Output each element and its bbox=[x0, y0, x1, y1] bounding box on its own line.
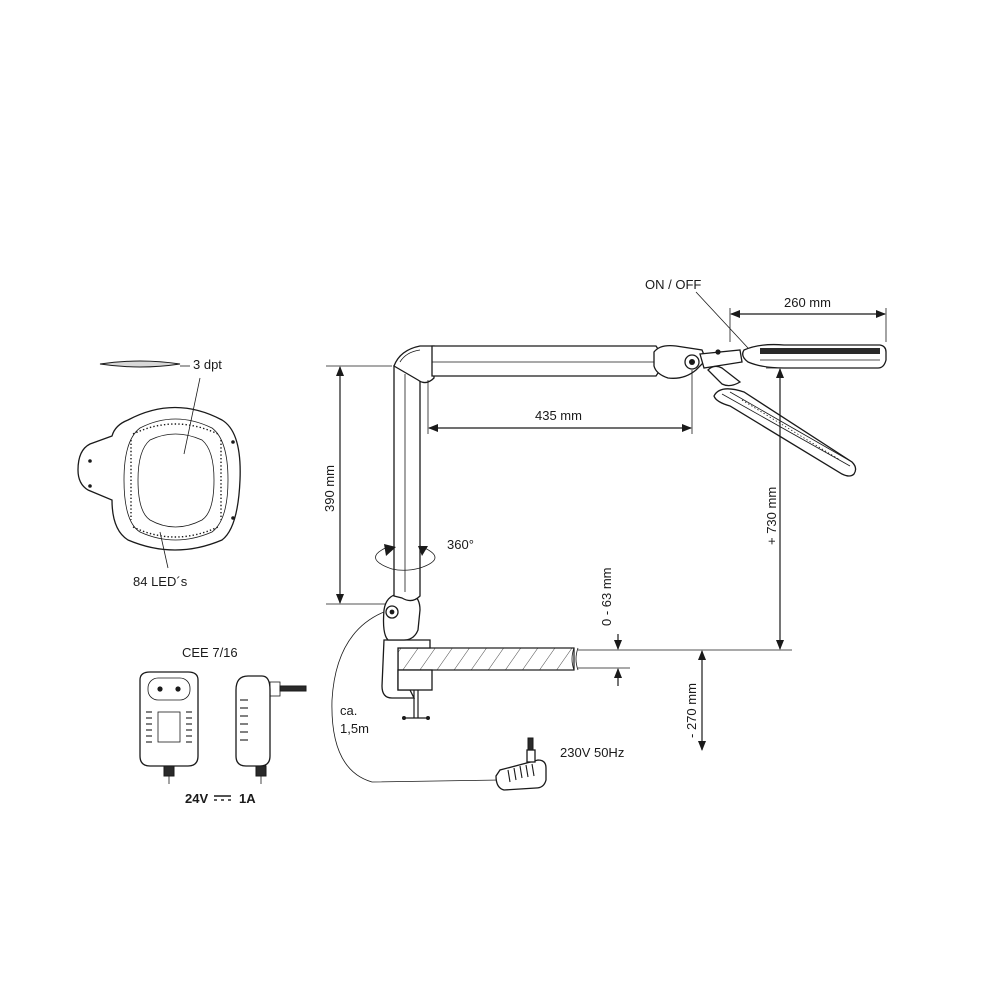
wall-plug-adapter bbox=[495, 737, 547, 791]
adapter-side-view bbox=[235, 675, 307, 784]
horizontal-arm bbox=[431, 345, 661, 377]
magnifier-head-horizontal bbox=[742, 343, 887, 369]
output-current-label: 1A bbox=[239, 791, 256, 806]
adapter-front-view bbox=[139, 671, 199, 784]
cable-length-label: 1,5m bbox=[340, 721, 369, 736]
dimension-435mm bbox=[427, 370, 693, 434]
table-top bbox=[397, 647, 579, 671]
vertical-arm bbox=[393, 365, 421, 602]
base-joint bbox=[382, 593, 421, 641]
height-arm-label: 390 mm bbox=[322, 465, 337, 512]
rotation-indicator bbox=[375, 544, 436, 571]
led-count-label: 84 LED´s bbox=[133, 574, 188, 589]
dimension-390mm bbox=[326, 365, 392, 605]
clamp-range-label: 0 - 63 mm bbox=[599, 567, 614, 626]
output-voltage-label: 24V bbox=[185, 791, 208, 806]
on-off-label: ON / OFF bbox=[645, 277, 701, 292]
dimension-plus-730mm bbox=[766, 367, 786, 650]
led-pointer-line bbox=[159, 531, 169, 569]
below-table-label: - 270 mm bbox=[684, 683, 699, 738]
table-clamp bbox=[381, 639, 433, 720]
width-head-label: 260 mm bbox=[784, 295, 831, 310]
lens-pointer-line bbox=[183, 377, 201, 455]
dc-symbol bbox=[214, 795, 231, 801]
lens-side-view bbox=[99, 360, 181, 368]
magnifier-head-tilted bbox=[707, 365, 857, 477]
magnifier-head-top-view bbox=[77, 406, 241, 551]
height-total-label: + 730 mm bbox=[764, 487, 779, 545]
cable-prefix-label: ca. bbox=[340, 703, 357, 718]
input-power-label: 230V 50Hz bbox=[560, 745, 624, 760]
rotation-label: 360° bbox=[447, 537, 474, 552]
on-off-leader-line bbox=[695, 291, 749, 349]
power-cord bbox=[331, 611, 501, 783]
plug-standard-label: CEE 7/16 bbox=[182, 645, 238, 660]
dimension-260mm bbox=[729, 308, 887, 342]
led-ring bbox=[130, 423, 222, 538]
lens-power-label: 3 dpt bbox=[193, 357, 222, 372]
arm-length-label: 435 mm bbox=[535, 408, 582, 423]
head-joint bbox=[653, 344, 743, 379]
